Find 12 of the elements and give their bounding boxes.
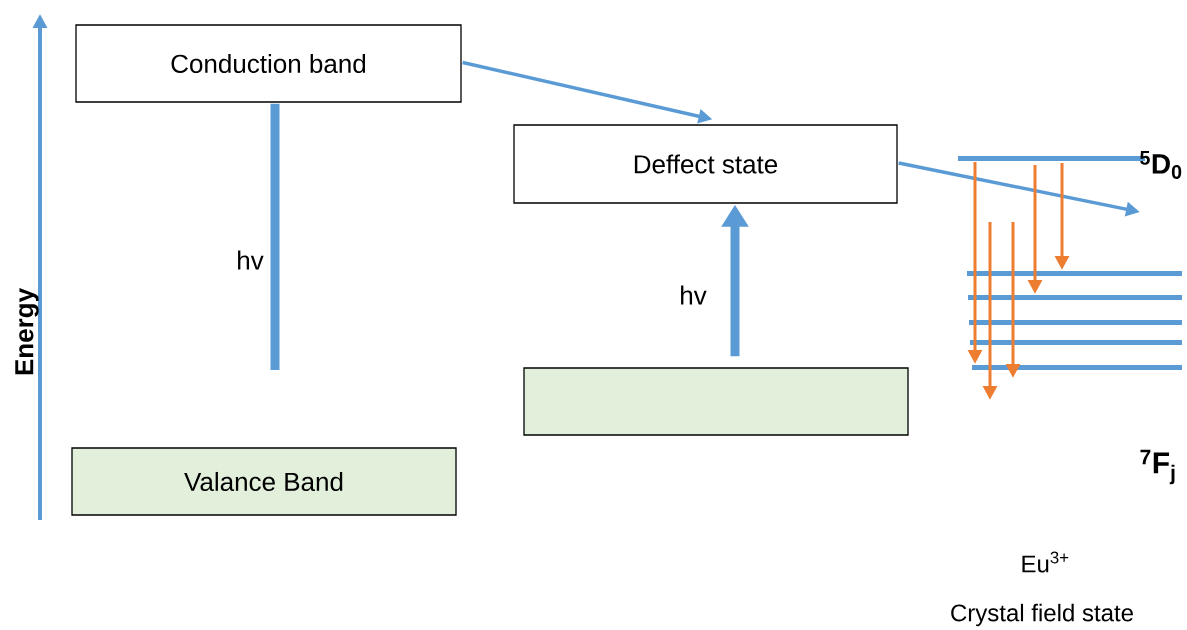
band-box: [523, 367, 909, 436]
band-box: Valance Band: [71, 447, 457, 516]
caption-text: Crystal field state: [951, 603, 1133, 627]
ion-label: Eu$^{3+}$: [1022, 551, 1069, 573]
edge-label: hv: [678, 284, 708, 306]
state-box: Deffect state: [513, 124, 898, 204]
axis-label: Energy: [15, 288, 39, 375]
level-label: $^{5}$D$_{0}$: [1140, 151, 1182, 179]
level-label: $^{7}$F$_{j}$: [1140, 449, 1175, 485]
band-box: Conduction band: [75, 24, 462, 103]
transition-line: [270, 103, 280, 370]
edge-label: hv: [235, 249, 265, 271]
